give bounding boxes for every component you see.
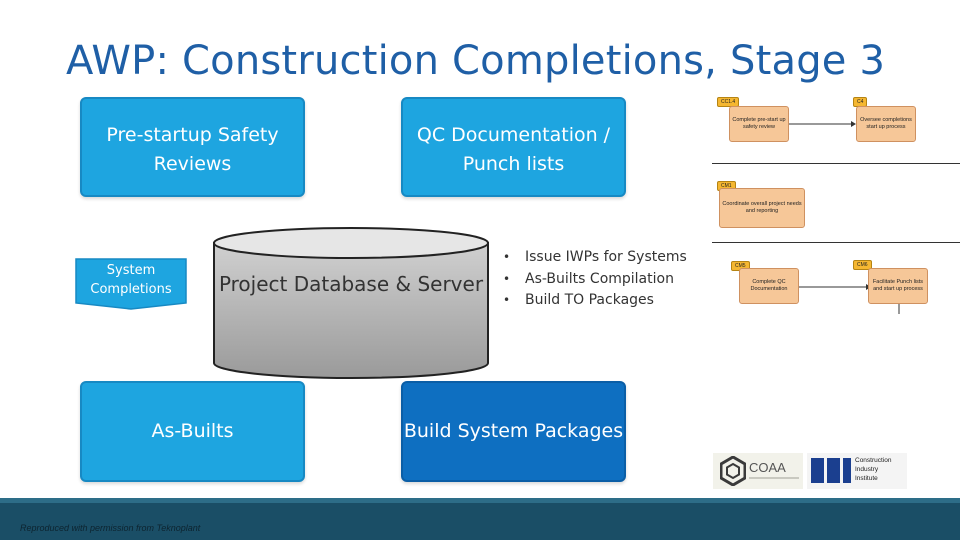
database-cylinder-shape — [213, 227, 489, 379]
task-card: Complete QC Documentation — [739, 268, 799, 304]
pre-startup-safety-reviews-box: Pre-startup Safety Reviews — [80, 97, 305, 197]
coaa-logo: COAA — [713, 453, 803, 489]
footer-credit: Reproduced with permission from Teknopla… — [20, 523, 201, 533]
project-database-label: Project Database & Server — [218, 272, 484, 296]
role-tag: CC1.4 — [717, 97, 740, 107]
task-card: Facilitate Punch lists and start up proc… — [868, 268, 928, 304]
pre-startup-safety-reviews-label: Pre-startup Safety Reviews — [106, 124, 279, 175]
coaa-hexagon-icon — [720, 456, 746, 486]
bullet-item: Build TO Packages — [502, 290, 687, 312]
footer-bar: Reproduced with permission from Teknopla… — [0, 498, 960, 540]
system-completions-shape: System Completions — [75, 258, 187, 310]
qc-documentation-box: QC Documentation / Punch lists — [401, 97, 626, 197]
bullet-item: As-Builts Compilation — [502, 269, 687, 291]
coaa-logo-text: COAA — [749, 460, 786, 475]
system-completions-label: System Completions — [90, 263, 172, 297]
cii-logo-bar — [827, 458, 840, 483]
task-card: Complete pre-start up safety review — [729, 106, 789, 142]
pentagon-down-shape — [75, 258, 187, 310]
build-system-packages-label: Build System Packages — [403, 420, 624, 442]
project-database-cylinder: Project Database & Server — [212, 226, 490, 380]
bullet-item: Issue IWPs for Systems — [502, 247, 687, 269]
divider-line — [712, 163, 960, 164]
cii-line: Institute — [855, 475, 878, 482]
task-card: Oversee completions start up process — [856, 106, 916, 142]
bullet-list: Issue IWPs for Systems As-Builts Compila… — [502, 247, 687, 312]
as-builts-box: As-Builts — [80, 381, 305, 482]
cii-logo-bar — [843, 458, 851, 483]
slide-title: AWP: Construction Completions, Stage 3 — [66, 38, 886, 84]
cii-line: Industry — [855, 466, 879, 473]
cii-logo-text: Construction Industry Institute — [855, 456, 892, 483]
role-tag: CM6 — [853, 260, 872, 270]
cii-line: Construction — [855, 457, 892, 464]
partner-logos: COAA Construction Industry Institute — [713, 453, 907, 489]
cii-logo: Construction Industry Institute — [807, 453, 907, 489]
as-builts-label: As-Builts — [151, 420, 234, 442]
divider-line — [712, 242, 960, 243]
qc-documentation-label: QC Documentation / Punch lists — [416, 124, 611, 175]
task-card: Coordinate overall project needs and rep… — [719, 188, 805, 228]
cii-logo-bar — [811, 458, 824, 483]
coaa-subtitle-mark — [749, 477, 799, 479]
responsibility-flow-thumbnail: CC1.4 C4 Complete pre-start up safety re… — [706, 92, 960, 322]
build-system-packages-box: Build System Packages — [401, 381, 626, 482]
